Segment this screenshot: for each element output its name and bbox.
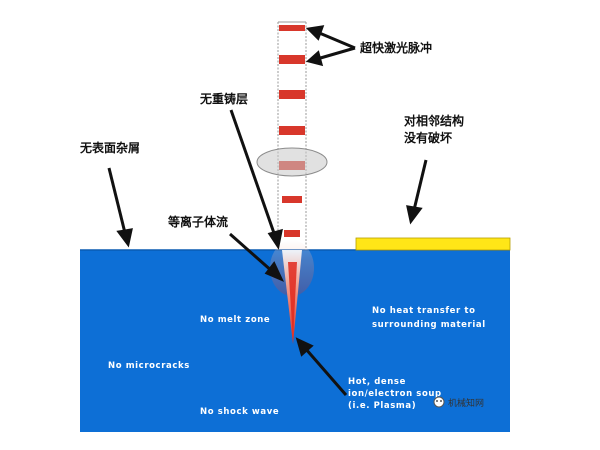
plasma-note-line1: Hot, dense: [348, 377, 406, 387]
plasma-note-line2: ion/electron soup: [348, 389, 442, 399]
no-shock-wave-note: No shock wave: [200, 407, 279, 417]
no-recast-label: 无重铸层: [199, 91, 248, 106]
laser-beam: [277, 21, 307, 250]
wechat-icon: [433, 396, 445, 408]
adjacent-label-line2: 没有破坏: [404, 130, 452, 145]
no-heat-transfer-note-line1: No heat transfer to: [372, 306, 476, 316]
no-heat-transfer-note-line2: surrounding material: [372, 320, 486, 330]
pulse-train: [279, 25, 305, 237]
pulse-segment: [282, 196, 302, 203]
pulse-segment: [279, 55, 305, 64]
plasma-core: [288, 262, 297, 340]
ultrafast-pulse-label: 超快激光脉冲: [359, 40, 432, 55]
focus-lens: [256, 147, 328, 177]
wechat-icon-dot: [440, 400, 442, 402]
arrows: [107, 25, 428, 396]
adjacent-label-line1: 对相邻结构: [404, 113, 464, 128]
pulse-segment: [284, 230, 300, 237]
pulse-segment: [279, 25, 305, 31]
pulse-segment: [279, 126, 305, 135]
plasma-flow-label: 等离子体流: [167, 214, 228, 229]
watermark-text: 机械知网: [448, 397, 484, 409]
plasma-note-line3: (i.e. Plasma): [348, 401, 416, 411]
adjacent-structure: [355, 237, 511, 251]
watermark: 机械知网: [433, 396, 484, 409]
no-debris-label: 无表面杂屑: [79, 140, 140, 155]
no-microcracks-note: No microcracks: [108, 361, 190, 371]
wechat-icon-dot: [436, 400, 438, 402]
pulse-segment: [279, 90, 305, 99]
no-melt-zone-note: No melt zone: [200, 315, 270, 325]
